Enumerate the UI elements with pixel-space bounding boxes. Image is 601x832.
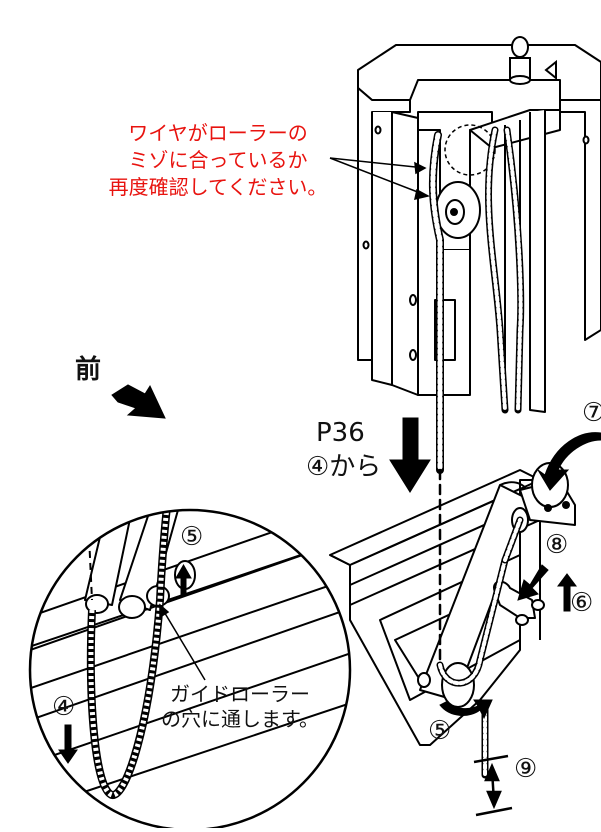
upper-tower	[357, 44, 601, 413]
arrow-5-inset	[175, 563, 192, 596]
upper-roller	[435, 181, 481, 239]
step-4-inset: ④	[52, 692, 76, 722]
arrow-4-inset	[58, 724, 78, 764]
step-7: ⑦	[582, 398, 601, 428]
front-direction-arrow	[111, 384, 166, 419]
wire-check-note: ワイヤがローラーの ミゾに合っているか 再度確認してください。	[88, 120, 348, 201]
wire-check-line-3: 再度確認してください。	[108, 175, 328, 199]
guide-roller-leader	[159, 603, 206, 681]
step-6: ⑥	[570, 588, 594, 618]
down-arrow	[389, 417, 431, 493]
page-ref-label: P36	[316, 418, 365, 448]
curved-arrow-7	[537, 432, 601, 491]
guide-roller-note: ガイドローラー の穴に通します。	[150, 682, 330, 732]
step-9: ⑨	[514, 754, 538, 784]
lower-unit	[329, 462, 576, 746]
front-label: 前	[75, 355, 102, 385]
eye-bolt	[509, 36, 557, 85]
arrows	[58, 384, 601, 764]
tower-wires	[428, 126, 525, 474]
wire-check-line-1: ワイヤがローラーの	[128, 121, 308, 145]
step-5-inset: ⑤	[180, 522, 204, 552]
wire-check-line-2: ミゾに合っているか	[128, 148, 308, 172]
arrow-5-bottom	[439, 699, 493, 720]
step-5-bottom: ⑤	[428, 716, 452, 746]
arrow-8	[517, 564, 549, 601]
arrow-6	[557, 573, 577, 612]
guide-roller-line-1: ガイドローラー	[170, 682, 310, 706]
note-leader-lines	[329, 157, 431, 200]
step-8: ⑧	[545, 530, 569, 560]
dimension-9	[473, 754, 513, 817]
from-step-label: ④から	[306, 452, 382, 482]
guide-roller-line-2: の穴に通します。	[161, 707, 319, 731]
